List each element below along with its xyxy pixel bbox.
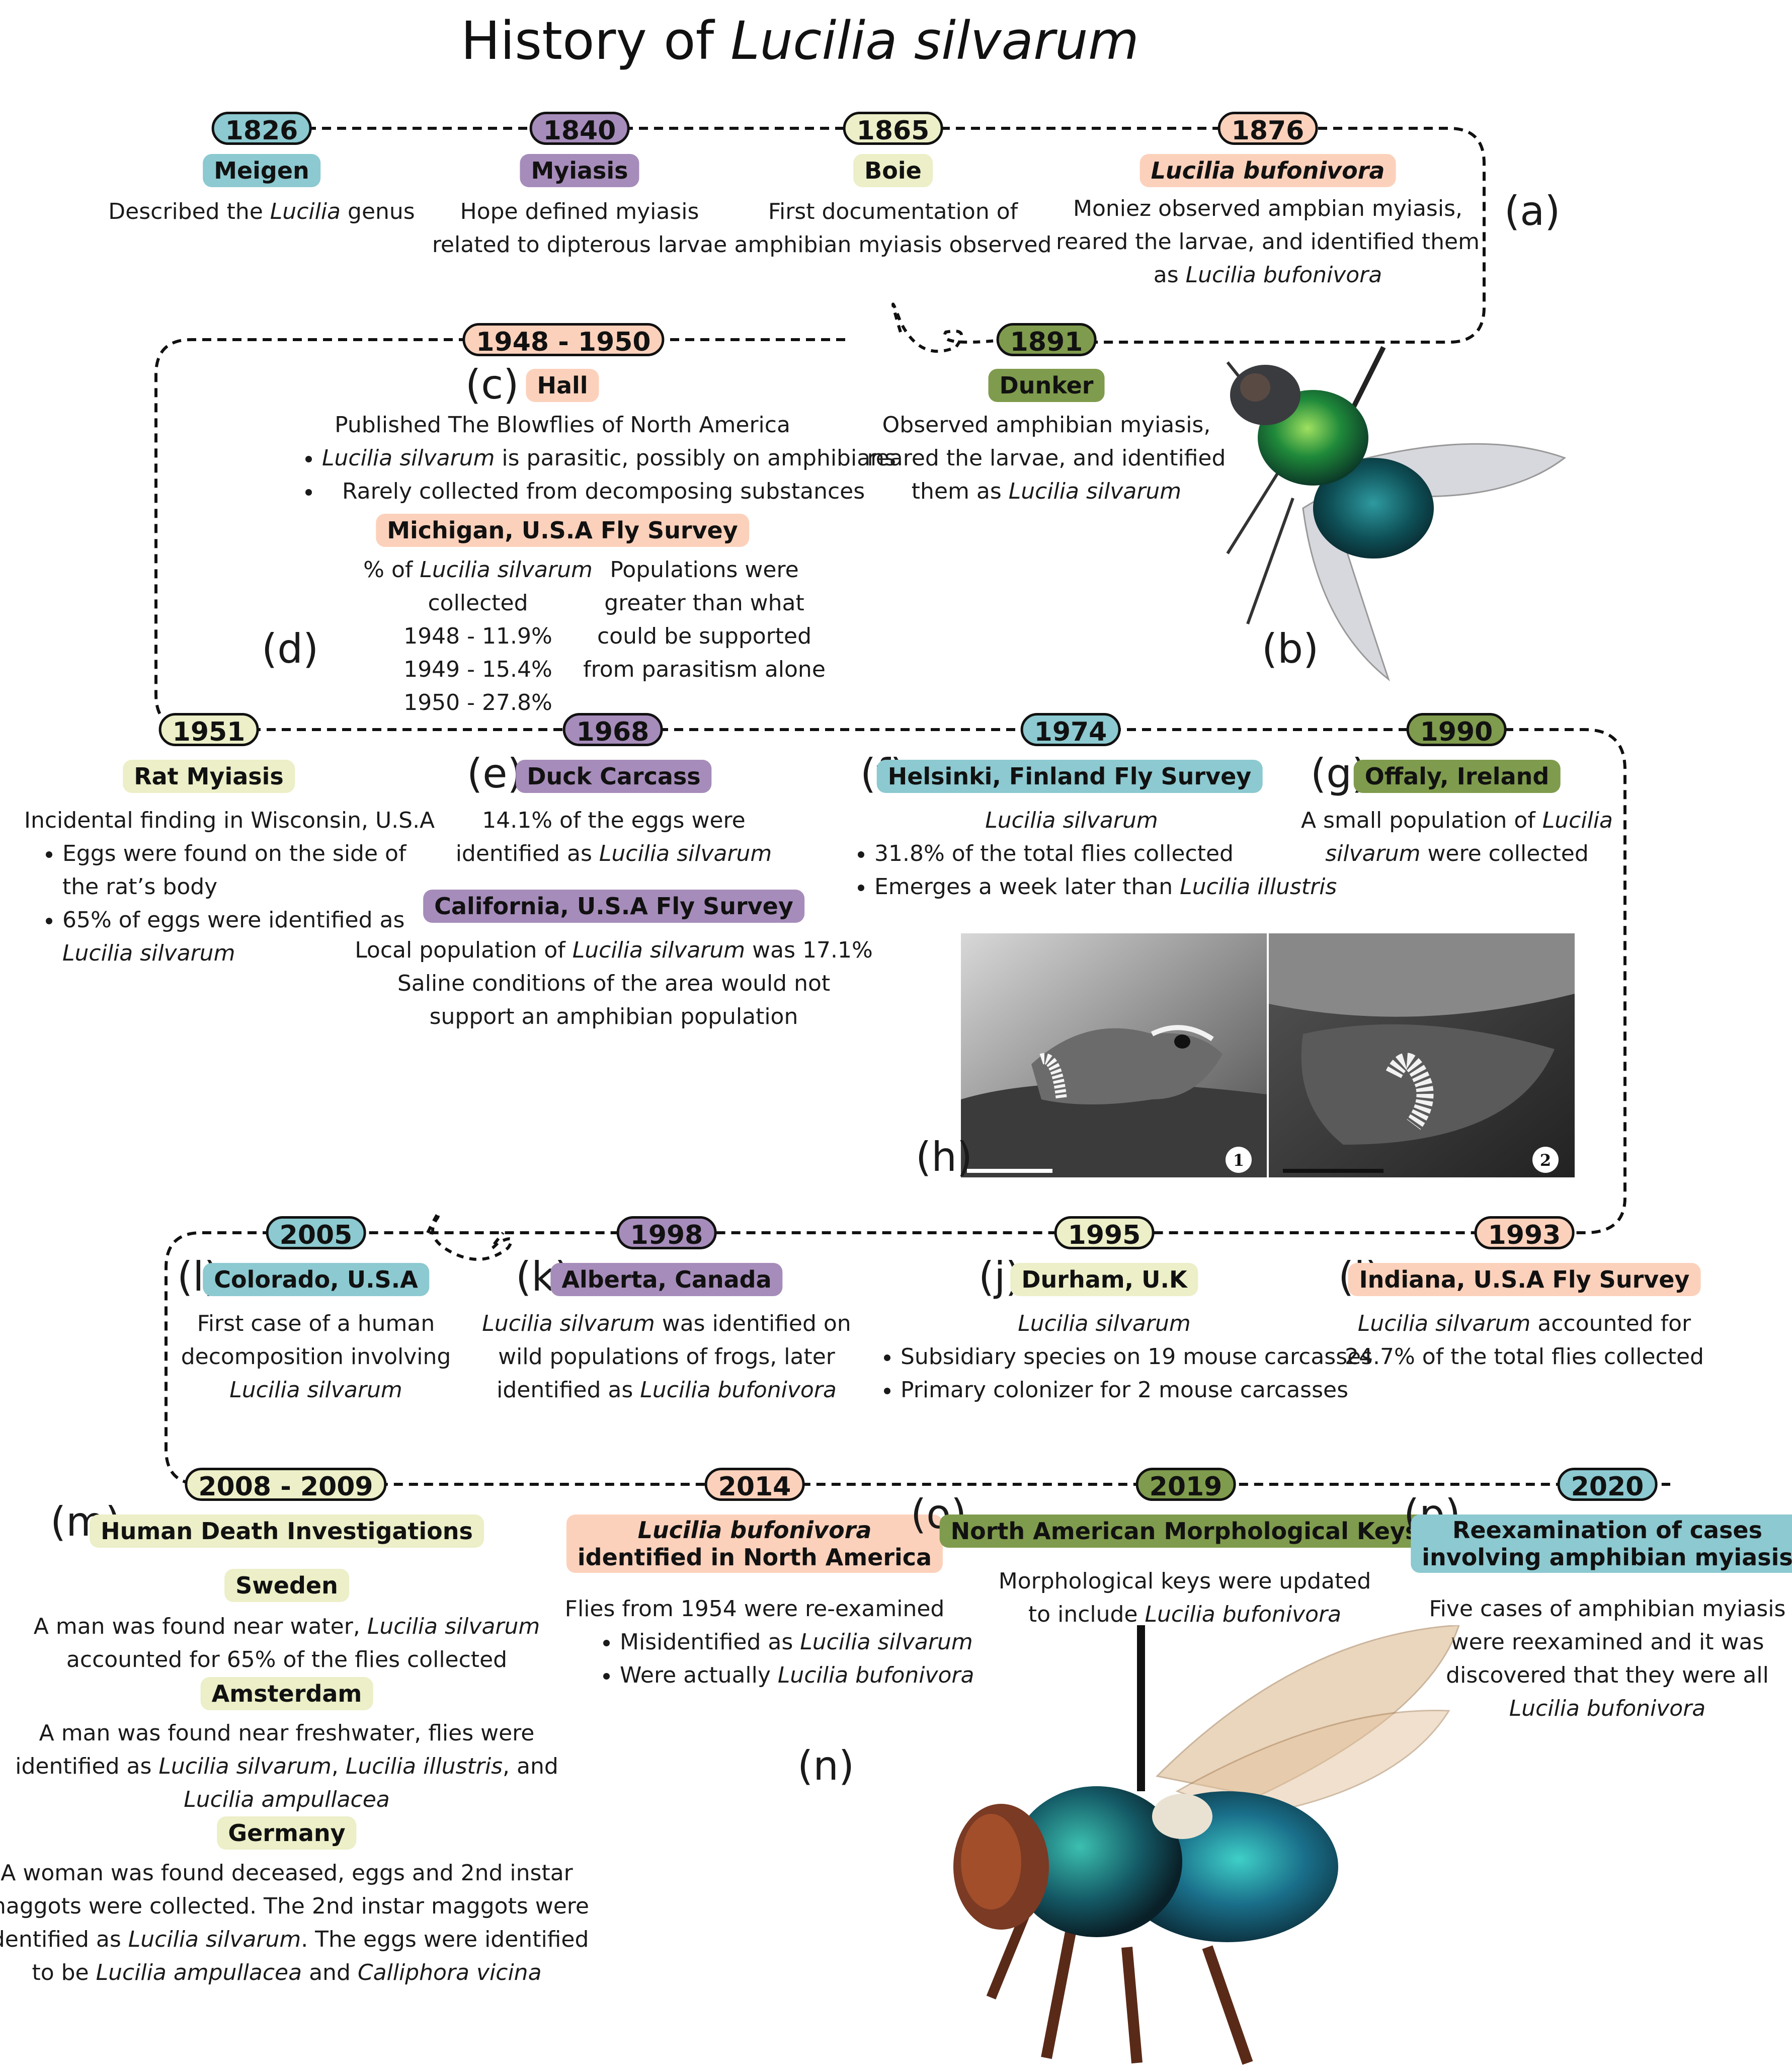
tag-duck-carcass: Duck Carcass — [516, 760, 711, 793]
label-b: (b) — [1262, 629, 1319, 669]
label-e: (e) — [467, 754, 523, 794]
desc-1826: Described the Lucilia genus — [108, 195, 415, 228]
desc-2014-bullets: Misidentified as Lucilia silvarum Were a… — [585, 1626, 974, 1692]
year-badge-1840: 1840 — [530, 112, 630, 145]
label-n: (n) — [797, 1746, 854, 1786]
tag-human-death: Human Death Investigations — [90, 1515, 484, 1548]
year-badge-1968: 1968 — [563, 713, 663, 746]
tag-indiana-survey: Indiana, U.S.A Fly Survey — [1348, 1263, 1701, 1296]
tag-helsinki-survey: Helsinki, Finland Fly Survey — [877, 760, 1263, 793]
desc-1974-bullets: 31.8% of the total flies collected Emerg… — [839, 837, 1337, 904]
label-a: (a) — [1504, 191, 1560, 231]
year-badge-1993: 1993 — [1475, 1216, 1575, 1249]
label-d: (d) — [262, 629, 318, 669]
year-badge-1990: 1990 — [1407, 713, 1507, 746]
desc-germany: A woman was found deceased, eggs and 2nd… — [0, 1857, 589, 1989]
year-badge-1948-1950: 1948 - 1950 — [462, 323, 664, 356]
tag-hall: Hall — [526, 369, 599, 402]
desc-1948-bullets: Lucilia silvarum is parasitic, possibly … — [287, 442, 896, 508]
tag-durham: Durham, U.K — [1010, 1263, 1198, 1296]
tag-boie: Boie — [853, 154, 933, 187]
photo-marker-2: 2 — [1540, 1151, 1551, 1170]
tag-michigan-survey: Michigan, U.S.A Fly Survey — [376, 514, 749, 547]
desc-michigan-percent: % of Lucilia silvarum collected 1948 - 1… — [363, 553, 593, 720]
frog-photo-h: 1 2 — [961, 933, 1575, 1177]
tag-offaly-ireland: Offaly, Ireland — [1354, 760, 1561, 793]
tag-germany: Germany — [217, 1816, 356, 1850]
desc-california: Local population of Lucilia silvarum was… — [355, 934, 873, 1033]
tag-meigen: Meigen — [203, 154, 320, 187]
page-title: History of Lucilia silvarum — [0, 10, 1600, 71]
year-badge-2008-2009: 2008 - 2009 — [185, 1468, 386, 1501]
label-c: (c) — [465, 365, 519, 405]
year-badge-1826: 1826 — [212, 112, 312, 145]
row3-loop — [428, 1213, 512, 1259]
desc-sweden: A man was found near water, Lucilia silv… — [34, 1610, 540, 1677]
year-badge-1995: 1995 — [1054, 1216, 1155, 1249]
fly-photo-n — [946, 1625, 1464, 2068]
year-badge-1951: 1951 — [159, 713, 259, 746]
tag-amsterdam: Amsterdam — [201, 1677, 373, 1710]
desc-1876: Moniez observed ampbian myiasis,reared t… — [1056, 192, 1480, 292]
desc-1974-species: Lucilia silvarum — [985, 804, 1158, 837]
tag-sweden: Sweden — [224, 1569, 349, 1602]
year-badge-1998: 1998 — [617, 1216, 717, 1249]
tag-myiasis: Myiasis — [520, 154, 639, 187]
label-h: (h) — [916, 1137, 972, 1177]
desc-1951-intro: Incidental finding in Wisconsin, U.S.A — [24, 804, 435, 837]
desc-michigan-populations: Populations were greater than what could… — [583, 553, 826, 686]
year-badge-2005: 2005 — [266, 1216, 366, 1249]
year-badge-1876: 1876 — [1218, 112, 1318, 145]
year-badge-1865: 1865 — [843, 112, 943, 145]
tag-rat-myiasis: Rat Myiasis — [123, 760, 295, 793]
tag-alberta: Alberta, Canada — [550, 1263, 782, 1296]
year-badge-1974: 1974 — [1021, 713, 1121, 746]
desc-1995-species: Lucilia silvarum — [1018, 1307, 1190, 1340]
desc-amsterdam: A man was found near freshwater, flies w… — [15, 1717, 558, 1816]
desc-1995-bullets: Subsidiary species on 19 mouse carcasses… — [865, 1340, 1372, 1407]
desc-1891: Observed amphibian myiasis,reared the la… — [867, 409, 1226, 508]
photo-marker-1: 1 — [1233, 1151, 1244, 1170]
tag-california-survey: California, U.S.A Fly Survey — [423, 890, 804, 923]
row1-loop — [893, 304, 1006, 351]
year-badge-2020: 2020 — [1558, 1468, 1658, 1501]
year-badge-2019: 2019 — [1136, 1468, 1236, 1501]
desc-1948-intro: Published The Blowflies of North America — [335, 409, 790, 442]
tag-lucilia-bufonivora: Lucilia bufonivora — [1140, 154, 1396, 187]
year-badge-2014: 2014 — [705, 1468, 805, 1501]
tag-colorado: Colorado, U.S.A — [203, 1263, 429, 1296]
tag-morphological-keys: North American Morphological Keys — [940, 1515, 1430, 1548]
tag-dunker: Dunker — [989, 369, 1105, 402]
desc-2014-intro: Flies from 1954 were re-examined — [565, 1592, 945, 1626]
year-badge-1891: 1891 — [997, 323, 1097, 356]
